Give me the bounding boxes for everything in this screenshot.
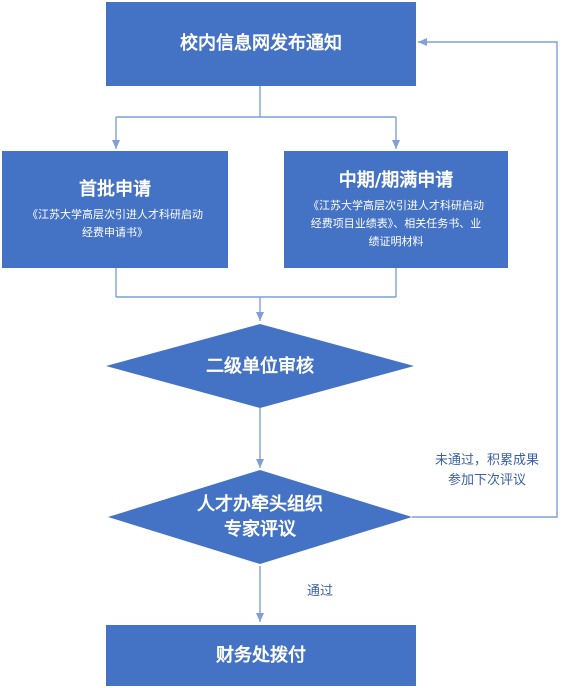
label-fail-line2: 参加下次评议: [447, 473, 526, 488]
node-first-apply: 首批申请 《江苏大学高层次引进人才科研启动 经费申请书》: [2, 151, 228, 268]
node-finance-title: 财务处拨付: [216, 644, 306, 666]
diamond-unit-review-shape: [106, 324, 414, 408]
node-expert-review-line2: 专家评议: [224, 519, 296, 540]
node-first-apply-line1: 《江苏大学高层次引进人才科研启动: [27, 207, 203, 221]
node-unit-review-title: 二级单位审核: [206, 355, 314, 377]
label-pass: 通过: [306, 584, 333, 599]
node-mid-apply-line1: 《江苏大学高层次引进人才科研启动: [308, 198, 484, 212]
node-unit-review: 二级单位审核: [140, 346, 380, 386]
node-mid-apply-title: 中期/期满申请: [338, 169, 454, 191]
node-first-apply-line2: 经费申请书》: [82, 225, 148, 239]
node-expert-review: 人才办牵头组织 专家评议: [140, 491, 380, 543]
node-notice: 校内信息网发布通知: [106, 2, 416, 86]
node-first-apply-title: 首批申请: [79, 178, 151, 200]
node-mid-apply: 中期/期满申请 《江苏大学高层次引进人才科研启动 经费项目业绩表》、相关任务书、…: [284, 151, 508, 268]
node-mid-apply-line2: 经费项目业绩表》、相关任务书、业: [310, 216, 482, 230]
label-fail: 未通过，积累成果 参加下次评议: [418, 451, 556, 491]
node-notice-title: 校内信息网发布通知: [180, 33, 342, 54]
label-fail-line1: 未通过，积累成果: [434, 453, 539, 468]
diamond-expert-review-shape: [108, 470, 412, 564]
node-finance: 财务处拨付: [106, 625, 416, 686]
node-mid-apply-line3: 绩证明材料: [368, 234, 424, 248]
node-expert-review-line1: 人才办牵头组织: [197, 494, 323, 515]
edge-feedback-loop: [412, 38, 558, 518]
